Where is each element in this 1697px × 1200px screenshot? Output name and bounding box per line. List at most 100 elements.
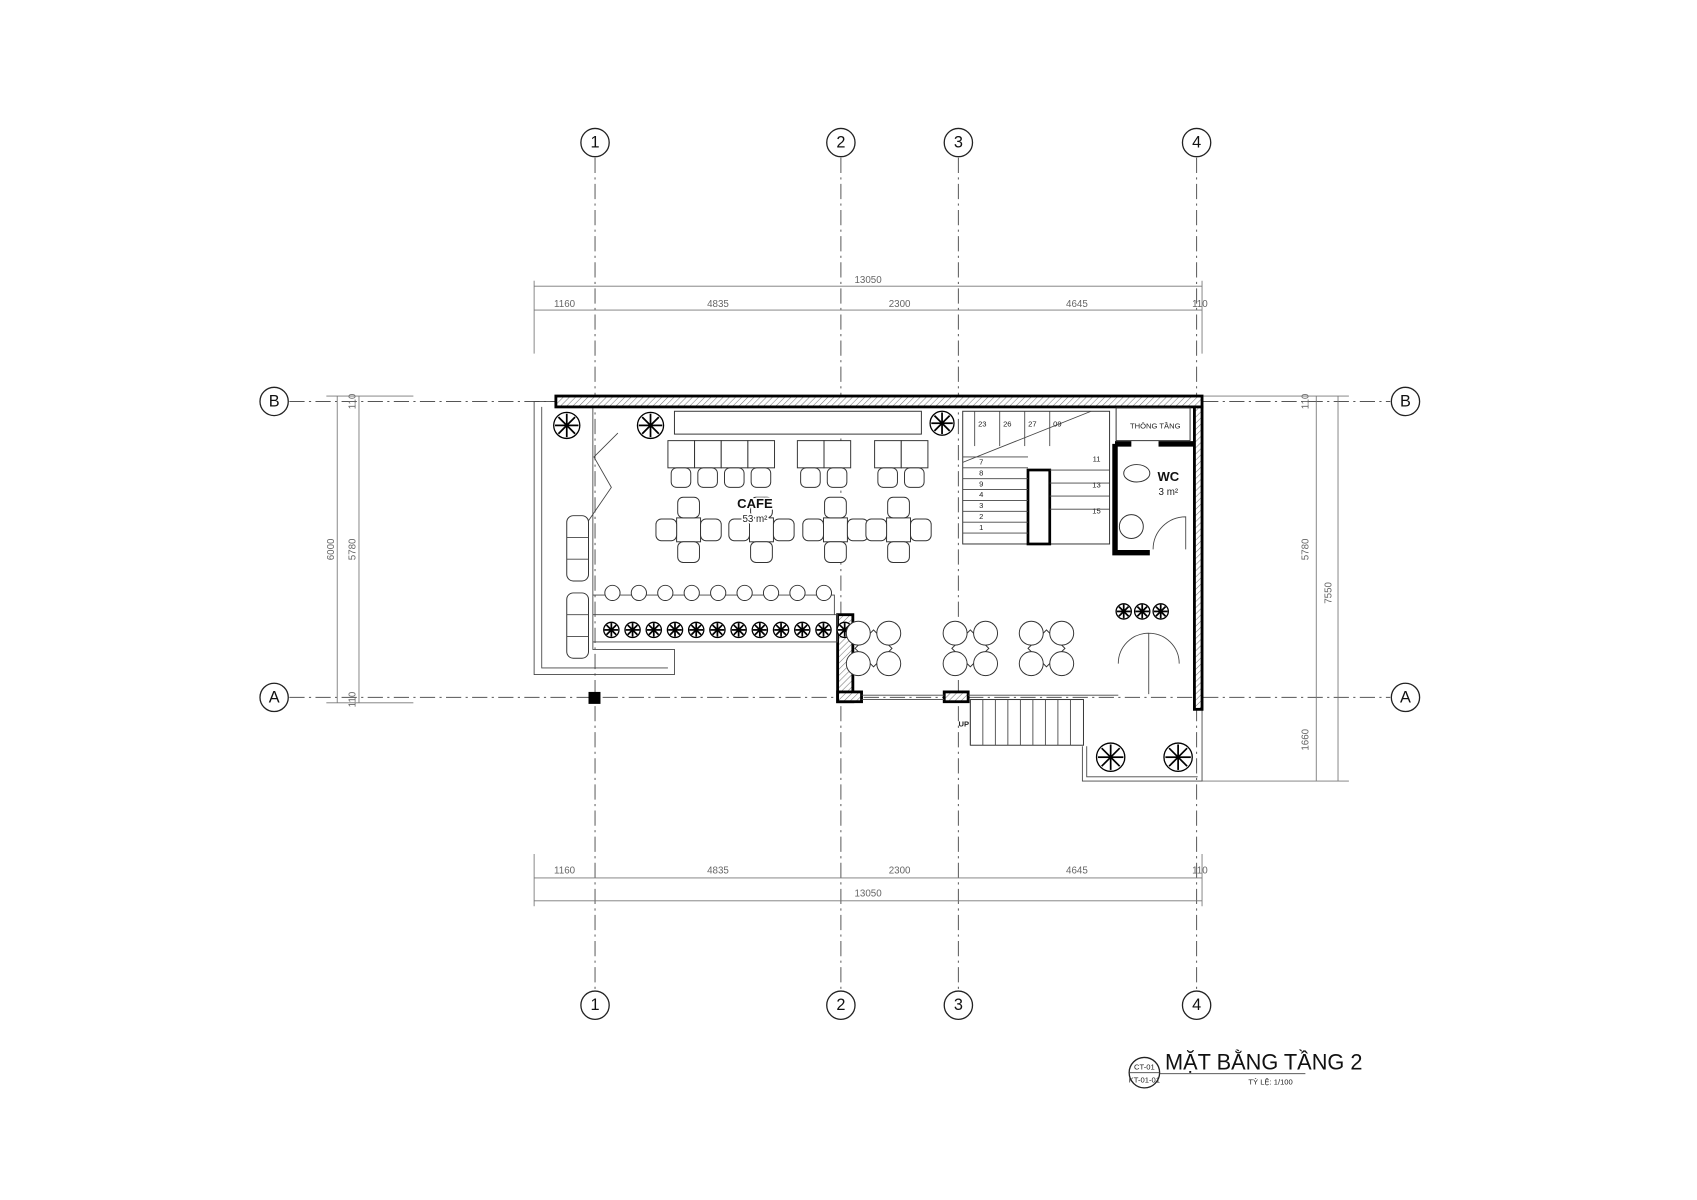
plant-leaf [933,414,943,424]
grid-bubble-A-left [259,682,289,713]
chair-icon [887,496,910,519]
stair-step-number: 13 [1092,480,1100,489]
sheet-code: CT-01 [1134,1062,1155,1071]
dimension-left: 6000 5780 110 110 [326,393,414,707]
dimension-label: 4645 [1066,866,1088,877]
plant-icon [709,621,726,639]
grid-label: 4 [1192,996,1201,1014]
plant-leaf [801,624,808,631]
chair-icon [772,518,795,542]
dimension-label: 110 [1192,299,1208,310]
plant-leaf [933,422,943,432]
chair-icon [910,518,932,542]
sheet-ref: KT-01-01 [1129,1075,1160,1084]
grid-lines [289,157,1391,990]
cafe-area: 53 m² [742,514,768,525]
chair-icon [942,651,968,677]
plant-icon [794,621,811,639]
stair-up-label: UP [959,720,970,729]
plant-icon [553,411,581,440]
dimension-label: 7550 [1323,581,1334,603]
plant-leaf [566,424,576,435]
plant-leaf [557,416,568,427]
chair-icon [1018,620,1044,646]
plant-icon [624,621,641,639]
grid-label: A [1400,688,1411,706]
stair-step-number: 7 [979,458,983,467]
grid-label: 2 [836,134,845,152]
stair-step-number: 8 [979,468,983,477]
grid-bubble-B-right [1390,386,1421,417]
grid-bubble-4-bottom [1181,990,1212,1021]
grid-label: B [269,392,280,410]
plant-leaf [941,414,951,424]
stair-step-number: 27 [1028,419,1036,428]
chair-icon [876,651,902,677]
coat-stand [587,432,619,523]
plant-icon [1163,742,1193,772]
chair-icon [697,467,718,488]
bar-stool [630,584,647,602]
chair-icon [824,496,847,519]
dimension-top: 13050 1160 4835 2300 4645 110 [533,275,1208,354]
chair-icon [846,518,869,542]
plant-icon [751,621,769,639]
plant-leaf [738,624,745,631]
wall-lower-corner [836,690,863,704]
chair-icon [865,518,888,542]
dimension-label: 110 [1301,393,1312,409]
chair-icon [942,620,968,646]
plant-leaf [641,416,652,427]
plant-icon [1095,742,1126,772]
stair-step-number: 15 [1092,507,1100,516]
bar-counter [673,410,922,435]
grid-bubble-2-bottom [826,990,856,1021]
plant-icon [772,621,790,639]
bar-stool [657,584,674,602]
plant-leaf [1110,747,1121,758]
stair-step-number: 9 [979,479,983,488]
chair-icon [887,541,910,563]
bar-table [747,440,776,469]
chair-icon [802,518,824,542]
chair-icon [677,541,700,563]
bar-table [874,440,902,469]
grid-bubble-B-left [259,386,289,417]
bar-stool [683,584,700,602]
chair-icon [973,651,999,677]
plant-leaf [941,422,951,432]
wc-label: WC [1157,469,1179,484]
wc-room: THÔNG TẦNG WC 3 m² [1112,407,1195,695]
chair-icon [824,541,847,563]
bar-stool [762,584,780,602]
basin-icon [1118,514,1144,540]
dimension-label: 13050 [854,275,882,286]
grid-bubble-A-right [1390,682,1421,713]
chair-icon [750,467,772,488]
plant-leaf [653,624,660,631]
plant-icon [815,621,832,639]
bar-table [694,440,722,469]
chair-icon [973,620,999,646]
grid-label: B [1400,392,1411,410]
grid-label: 2 [836,996,845,1014]
bar-table [900,440,929,469]
chair-icon [845,620,871,646]
chair-icon [876,620,902,646]
plant-leaf [759,624,766,631]
chair-icon [723,467,745,488]
bar-table [796,440,825,469]
cafe-table [886,517,911,543]
plant-icon [687,621,705,639]
dimension-label: 110 [1192,866,1208,877]
grid-label: 3 [954,134,963,152]
stair-step-number: 23 [978,419,986,428]
dimension-label: 4645 [1066,299,1088,310]
dimension-right: 110 5780 1660 7550 [1202,393,1349,782]
dimension-label: 110 [348,691,359,707]
grid-bubble-1-top [580,127,610,158]
void-area [1115,407,1191,442]
plant-icon [929,410,955,436]
